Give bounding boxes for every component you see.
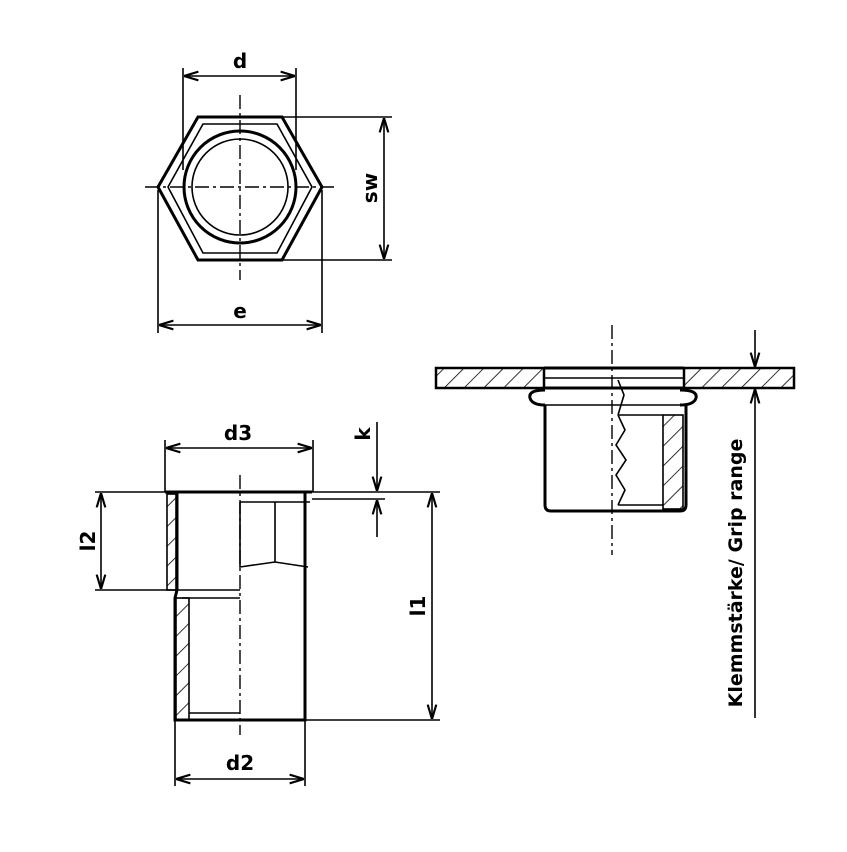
rivet-body [543, 405, 688, 513]
collar [528, 388, 698, 407]
label-l1: l1 [406, 596, 430, 617]
label-d: d [233, 49, 247, 73]
plate-right [682, 366, 796, 390]
plate-left [434, 366, 546, 390]
label-d2: d2 [226, 751, 254, 775]
side-view: d3 k l2 l1 d2 [76, 421, 440, 786]
label-k: k [351, 427, 375, 441]
label-grip-range: Klemmstärke/ Grip range [725, 439, 747, 708]
label-d3: d3 [224, 421, 252, 445]
label-l2: l2 [76, 531, 100, 552]
hex-chamfer [167, 123, 313, 254]
label-sw: sw [358, 173, 382, 203]
top-view: d sw e [145, 49, 392, 333]
installed-view: Klemmstärke/ Grip range [434, 325, 796, 718]
label-e: e [233, 299, 247, 323]
